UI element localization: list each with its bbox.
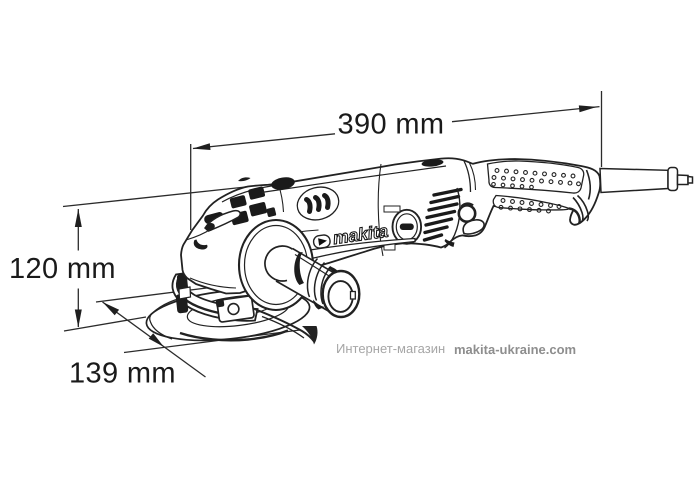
svg-text:390 mm: 390 mm <box>338 109 445 141</box>
svg-text:makita-ukraine.com: makita-ukraine.com <box>454 342 576 357</box>
svg-text:139 mm: 139 mm <box>69 358 176 390</box>
svg-text:Интернет-магазин: Интернет-магазин <box>336 341 445 356</box>
svg-text:120 mm: 120 mm <box>9 253 116 285</box>
